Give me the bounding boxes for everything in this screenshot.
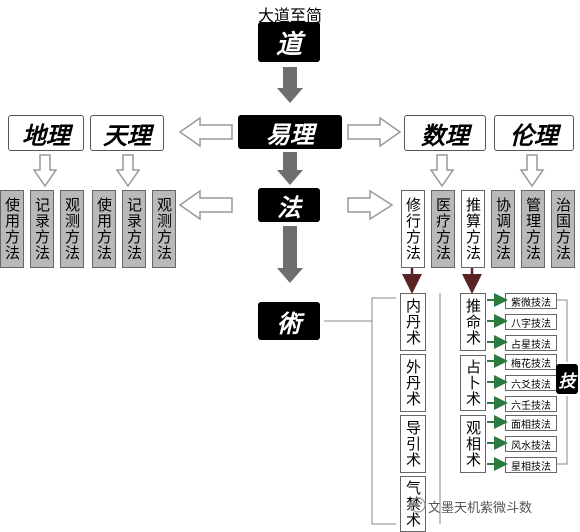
left-method-box: 使用方法 [92, 190, 116, 268]
diagram-title: 大道至简 [257, 6, 322, 25]
tianli-label: 天理 [103, 120, 151, 150]
arrow-dili-to-methods [32, 154, 58, 188]
right-method-box: 医疗方法 [431, 190, 455, 268]
ji-block: 技 [556, 364, 578, 394]
arrow-yili-to-tianli [178, 116, 233, 148]
right-method-box: 管理方法 [521, 190, 545, 268]
technique-box: 紫微技法 [505, 293, 557, 309]
ji-label: 技 [558, 371, 576, 392]
tuisuan-art-box: 占卜术 [460, 355, 486, 411]
technique-box: 占星技法 [505, 335, 557, 351]
watermark: 文墨天机紫微斗数 [428, 501, 533, 516]
arrow-fa-to-right-methods [347, 189, 394, 221]
watermark-icon [410, 497, 426, 513]
arrow-yili-to-shuli [347, 116, 402, 148]
right-method-box: 治国方法 [551, 190, 575, 268]
arrow-shuli-to-methods [429, 154, 455, 188]
yili-label: 易理 [266, 119, 314, 149]
left-method-box: 观测方法 [60, 190, 84, 268]
xiuxing-art-box: 导引术 [400, 415, 426, 473]
yili-block: 易理 [238, 115, 342, 149]
watermark-icon-dot [413, 501, 417, 505]
dili-label: 地理 [22, 120, 70, 150]
xiuxing-art-box: 外丹术 [400, 354, 426, 412]
lunli-box: 伦理 [494, 115, 574, 151]
fa-block: 法 [258, 188, 320, 222]
technique-box: 面相技法 [505, 415, 557, 431]
lunli-label: 伦理 [510, 120, 558, 150]
left-method-box: 记录方法 [122, 190, 146, 268]
tuisuan-art-box: 观相术 [460, 415, 486, 473]
left-method-box: 记录方法 [30, 190, 54, 268]
watermark-icon-dot [419, 501, 423, 505]
shu-label: 術 [277, 308, 301, 338]
right-method-box: 修行方法 [401, 190, 425, 268]
arrow-lunli-to-methods [519, 154, 545, 188]
shu-block: 術 [258, 302, 320, 340]
right-method-box: 推算方法 [461, 190, 485, 268]
shu-bracket [371, 297, 396, 525]
shuli-box: 数理 [404, 115, 486, 151]
shuli-label: 数理 [421, 120, 469, 150]
tianli-box: 天理 [90, 115, 164, 151]
dao-block: 道 [258, 22, 320, 62]
dili-box: 地理 [8, 115, 84, 151]
arrow-tianli-to-methods [115, 154, 141, 188]
technique-box: 六壬技法 [505, 396, 557, 412]
xiuxing-art-box: 内丹术 [400, 293, 426, 351]
left-method-box: 使用方法 [0, 190, 24, 268]
dao-label: 道 [275, 29, 302, 60]
arrow-fa-to-left-methods [178, 189, 233, 221]
arrow-dao-to-yili [277, 67, 303, 103]
technique-bracket [557, 299, 568, 362]
arrow-fa-to-shu [277, 226, 303, 283]
right-method-box: 协调方法 [491, 190, 515, 268]
left-method-box: 观测方法 [152, 190, 176, 268]
tuisuan-art-box: 推命术 [460, 293, 486, 351]
arrow-yili-to-fa [277, 152, 303, 185]
technique-bracket-bottom [557, 396, 568, 465]
fa-label: 法 [277, 192, 301, 222]
